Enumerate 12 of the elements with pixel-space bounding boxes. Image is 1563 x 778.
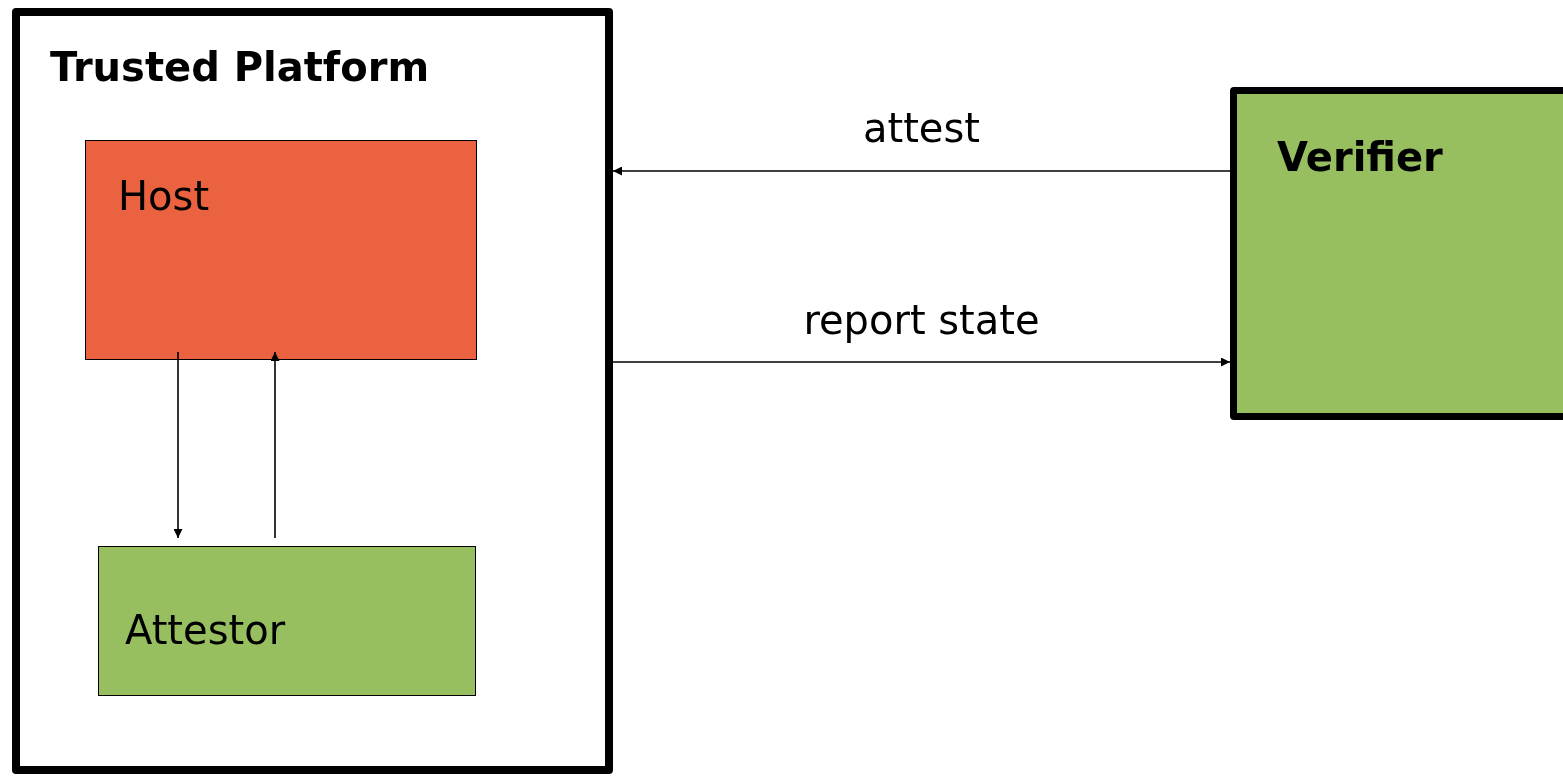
box-title: Trusted Platform [50, 44, 430, 90]
arrow [173, 351, 183, 539]
platform-container [12, 8, 613, 774]
component-box [1230, 87, 1563, 420]
box-title: Host [118, 173, 210, 219]
box-title: Attestor [125, 607, 286, 653]
component-box [98, 546, 476, 696]
arrow [270, 351, 280, 539]
arrow [612, 357, 1231, 367]
arrow [612, 166, 1231, 176]
box-title: Verifier [1277, 134, 1443, 180]
component-box [85, 140, 477, 360]
